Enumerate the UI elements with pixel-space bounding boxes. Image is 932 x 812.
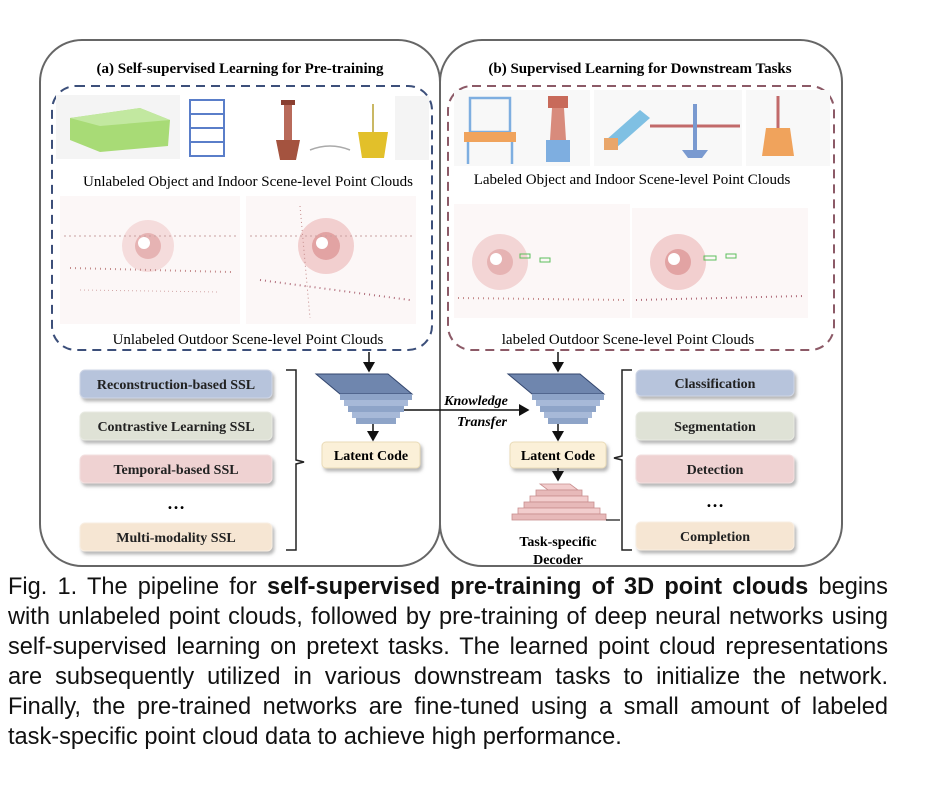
method-box (79, 454, 273, 484)
method-ellipsis: … (167, 493, 185, 513)
task-list: Classification Segmentation Detection … … (635, 369, 795, 551)
latent-code-a-label: Latent Code (334, 449, 408, 464)
task-label: Detection (687, 463, 744, 478)
task-box (635, 454, 795, 484)
method-box (79, 369, 273, 399)
panel-b-title: (b) Supervised Learning for Downstream T… (488, 61, 791, 77)
unlabeled-outdoor-images (60, 196, 416, 324)
caption-body: begins with unlabeled point clouds, foll… (8, 574, 888, 750)
panel-b-border (439, 39, 843, 567)
task-box (635, 521, 795, 551)
task-bracket (613, 369, 632, 551)
task-label: Segmentation (674, 420, 756, 435)
task-label: Classification (675, 377, 756, 392)
method-label: Multi-modality SSL (116, 531, 235, 546)
latent-code-b-label: Latent Code (521, 449, 595, 464)
ssl-bracket (286, 369, 305, 551)
decoder-label: Task-specific (519, 535, 596, 550)
labeled-outdoor-images (454, 204, 808, 318)
panel-a-object-label: Unlabeled Object and Indoor Scene-level … (83, 174, 413, 190)
figure-caption: Fig. 1. The pipeline for self-supervised… (8, 572, 888, 752)
task-box (635, 369, 795, 397)
panel-b-object-label: Labeled Object and Indoor Scene-level Po… (474, 172, 791, 188)
ssl-method-list: Reconstruction-based SSL Contrastive Lea… (79, 369, 273, 552)
panel-a-outdoor-label: Unlabeled Outdoor Scene-level Point Clou… (113, 332, 384, 348)
method-box (79, 522, 273, 552)
pipeline-figure: (a) Self-supervised Learning for Pre-tra… (39, 39, 843, 568)
method-box (79, 411, 273, 441)
method-label: Contrastive Learning SSL (97, 420, 254, 435)
task-box (635, 411, 795, 441)
panel-b-outdoor-label: labeled Outdoor Scene-level Point Clouds (502, 332, 755, 348)
knowledge-transfer-label: Knowledge (443, 394, 508, 409)
decoder-label: Decoder (533, 553, 583, 568)
unlabeled-object-images (56, 95, 429, 160)
task-ellipsis: … (706, 491, 724, 511)
caption-prefix: Fig. 1. The pipeline for (8, 574, 268, 600)
task-label: Completion (680, 530, 750, 545)
method-label: Reconstruction-based SSL (97, 378, 255, 393)
caption-bold-1: self-supervised pre-training of 3D point (267, 574, 723, 600)
labeled-object-images (454, 90, 830, 166)
caption-bold-2: clouds (732, 574, 809, 600)
decoder-icon (511, 483, 607, 521)
encoder-a-icon (314, 373, 414, 424)
method-label: Temporal-based SSL (113, 463, 238, 478)
panel-b-data-region (447, 85, 835, 351)
knowledge-transfer-label: Transfer (457, 415, 508, 430)
latent-code-a-box (321, 441, 421, 469)
encoder-b-icon (506, 373, 606, 424)
panel-a-data-region (51, 85, 433, 351)
panel-a-title: (a) Self-supervised Learning for Pre-tra… (97, 61, 384, 77)
